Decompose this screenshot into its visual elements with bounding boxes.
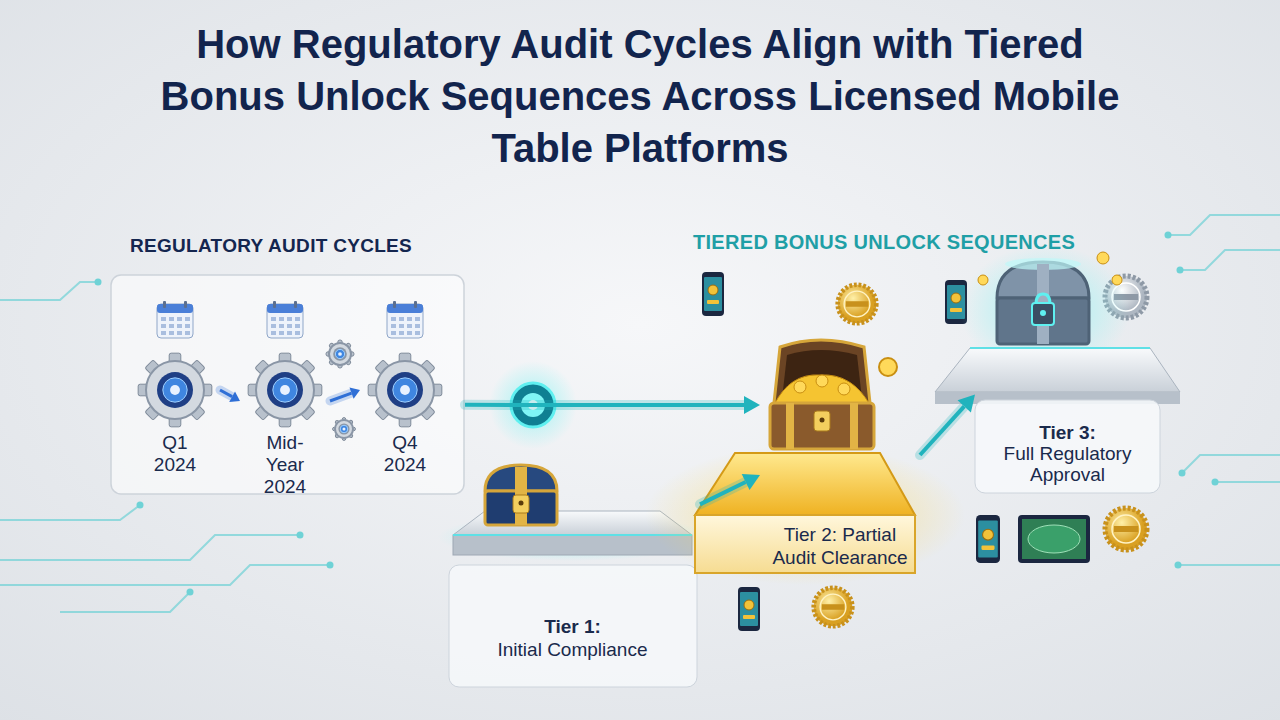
arrow-head <box>349 387 360 398</box>
section-heading: TIERED BONUS UNLOCK SEQUENCES <box>693 231 1075 254</box>
connector-glow <box>465 400 744 410</box>
calendar-gear-icon <box>130 300 220 432</box>
arrow-head <box>229 391 240 402</box>
audit-gear: Q4 2024 <box>360 300 450 480</box>
connector-line <box>465 403 744 407</box>
tier-heading: Tier 1: <box>445 615 700 638</box>
calendar-gear-icon <box>240 300 330 432</box>
panel-heading: REGULATORY AUDIT CYCLES <box>110 233 465 259</box>
circuit-lines <box>0 215 1280 612</box>
gear-label: Q1 2024 <box>154 432 196 476</box>
connector-arrow <box>330 387 360 401</box>
connector-line <box>330 393 352 401</box>
audit-gear: Mid-Year 2024 <box>240 300 330 502</box>
connector-arrow <box>220 390 240 402</box>
audit-cycle-panel: REGULATORY AUDIT CYCLES Q1 2024 Mid-Year 2… <box>110 233 465 495</box>
connector-glow <box>700 482 746 504</box>
arrow-head <box>744 396 760 414</box>
title-block: How Regulatory Audit Cycles Align with T… <box>150 18 1130 174</box>
connector-line <box>920 406 964 455</box>
connector-line <box>220 390 232 397</box>
calendar-gear-icon <box>360 300 450 432</box>
small-gear <box>333 418 356 441</box>
connector-glow <box>920 406 964 455</box>
tier-platform: Tier 3:Full Regulatory Approval <box>975 250 1160 495</box>
tier-description: Full Regulatory Approval <box>975 443 1160 485</box>
connector-glow <box>220 390 232 397</box>
circuit-nodes <box>95 232 1219 596</box>
small-gear <box>326 340 354 368</box>
connector-line <box>700 482 746 504</box>
audit-gear: Q1 2024 <box>130 300 220 480</box>
arrow-head <box>742 474 760 490</box>
gear-label: Q4 2024 <box>384 432 426 476</box>
connector-arrow <box>465 396 760 414</box>
section-heading-wrap: TIERED BONUS UNLOCK SEQUENCES <box>693 231 1075 254</box>
tier-platform: Tier 2: Partial Audit Clearance <box>760 325 920 575</box>
tier-label: Tier 2: Partial Audit Clearance <box>765 523 915 569</box>
connector-arrow <box>700 474 760 504</box>
arrow-head <box>958 395 975 413</box>
tier-description: Initial Compliance <box>445 638 700 661</box>
connector-arrow <box>920 395 975 455</box>
connector-glow <box>330 393 352 401</box>
diagram-title: How Regulatory Audit Cycles Align with T… <box>150 18 1130 174</box>
tier-heading: Tier 3: <box>975 422 1160 443</box>
gear-label: Mid-Year 2024 <box>264 432 306 498</box>
